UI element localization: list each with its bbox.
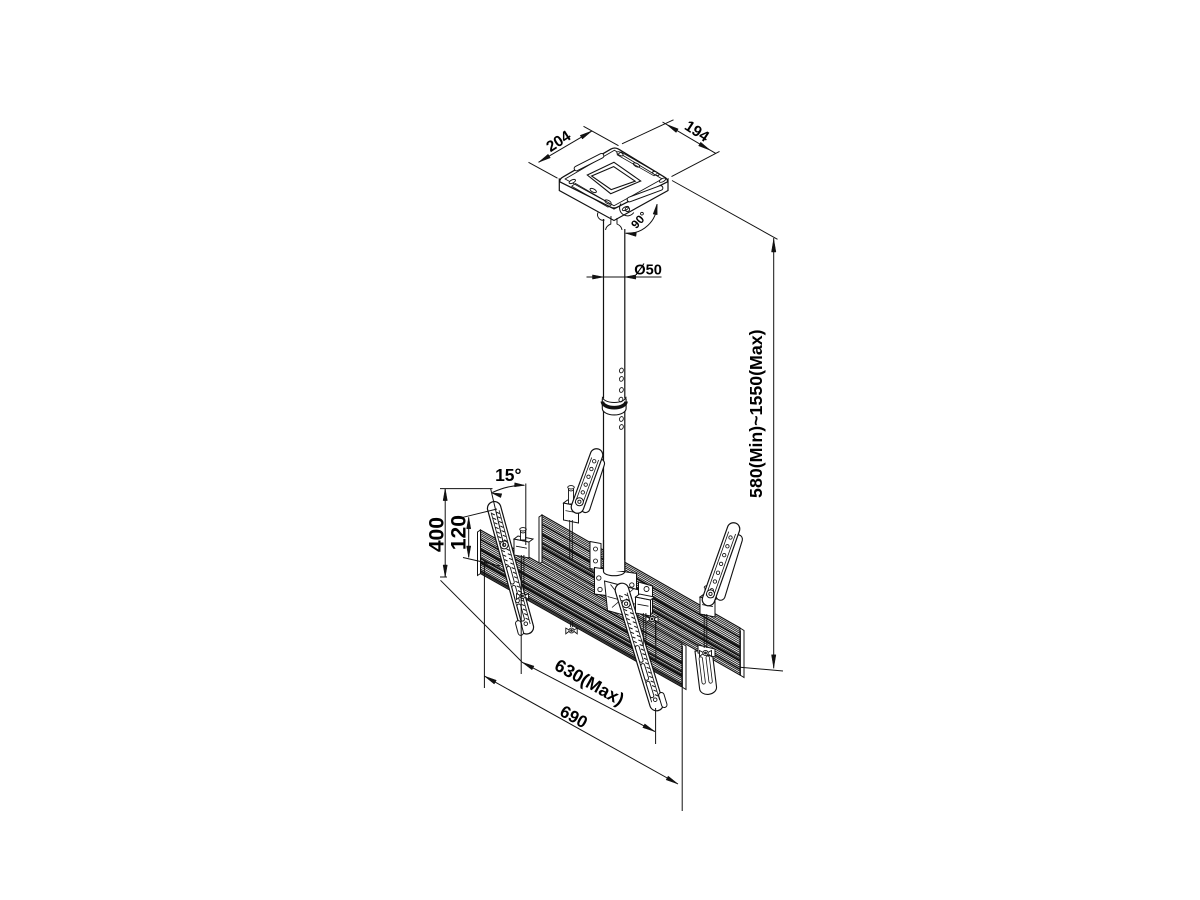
svg-text:120: 120	[448, 515, 471, 550]
svg-text:580(Min)~1550(Max): 580(Min)~1550(Max)	[746, 329, 766, 498]
svg-text:15°: 15°	[495, 465, 521, 485]
svg-text:400: 400	[426, 517, 449, 552]
svg-text:Ø50: Ø50	[634, 263, 662, 279]
